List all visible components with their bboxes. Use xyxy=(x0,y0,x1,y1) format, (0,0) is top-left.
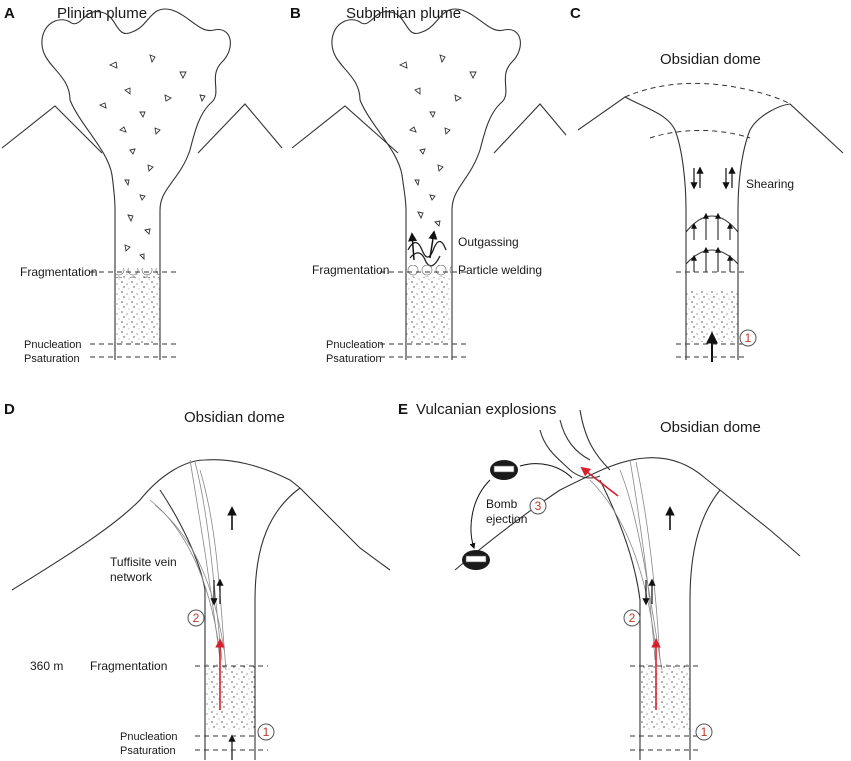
plume-right-edge-b xyxy=(331,8,521,360)
panel-e-title-dome: Obsidian dome xyxy=(660,419,761,436)
marker-1-d-text: 1 xyxy=(263,725,270,739)
panel-e: E Vulcanian explosions Obsidian dome Bom… xyxy=(398,401,801,760)
vesicular-magma-d xyxy=(205,664,255,730)
ground-left-b xyxy=(291,105,399,154)
bomb-launch-path-e xyxy=(519,463,573,479)
bubble-layer-a xyxy=(115,268,160,278)
label-particle-welding-b: Particle welding xyxy=(458,263,542,277)
panel-letter-b: B xyxy=(290,5,301,22)
label-bomb-1-e: Bomb xyxy=(486,497,518,511)
panel-letter-d: D xyxy=(4,401,15,418)
panel-a: A Plinian plume Fragmentation Pnucleatio… xyxy=(1,5,283,365)
marker-1-e xyxy=(695,723,713,741)
panel-d: D Obsidian dome Tuffisite vein network 2… xyxy=(4,401,391,760)
plume-left-edge-b xyxy=(359,99,407,360)
bomb-lower-e xyxy=(462,550,490,570)
welded-layer-b xyxy=(406,265,452,277)
marker-2-d-text: 2 xyxy=(193,611,200,625)
flow-arrows-c xyxy=(691,212,733,272)
label-shearing-c: Shearing xyxy=(746,177,794,191)
label-pnucleation-a: Pnucleation xyxy=(24,339,82,351)
tuffisite-veins-d xyxy=(149,459,227,671)
label-psaturation-a: Psaturation xyxy=(24,353,80,365)
ground-right-d xyxy=(299,487,391,571)
flow-front-upper-c xyxy=(685,215,739,233)
inner-dome-c xyxy=(649,130,751,139)
panel-letter-e: E xyxy=(398,401,408,418)
vulcanian-plume-e xyxy=(539,409,611,479)
outgassing-arrow-1 xyxy=(408,232,418,261)
marker-2-e xyxy=(623,609,641,627)
plume-right-edge-a xyxy=(41,8,231,360)
label-pnucleation-d: Pnucleation xyxy=(120,731,178,743)
bomb-trajectory-e xyxy=(469,479,491,550)
label-bomb-2-e: ejection xyxy=(486,512,527,526)
label-tuffisite-1-d: Tuffisite vein xyxy=(110,555,177,569)
label-depth-d: 360 m xyxy=(30,659,63,673)
tuffisite-veins-e xyxy=(589,459,663,671)
pyroclasts-a xyxy=(98,54,206,261)
marker-3-e xyxy=(529,497,547,515)
marker-1-c xyxy=(739,329,757,347)
outgassing-tangle-b xyxy=(407,240,447,267)
marker-2-d xyxy=(187,609,205,627)
conduit-right-d xyxy=(254,487,301,760)
red-arrow-top-e xyxy=(580,466,619,497)
flow-front-lower-c xyxy=(685,249,739,265)
panel-letter-a: A xyxy=(4,5,15,22)
panel-b: B Subplinian plume Outgassing Particle w… xyxy=(290,5,567,365)
panel-c-title: Obsidian dome xyxy=(660,51,761,68)
panel-a-title: Plinian plume xyxy=(57,5,147,22)
label-outgassing-b: Outgassing xyxy=(458,235,519,249)
label-pnucleation-b: Pnucleation xyxy=(326,339,384,351)
marker-1-e-text: 1 xyxy=(701,725,708,739)
label-fragmentation-b: Fragmentation xyxy=(312,263,389,277)
bomb-upper-e xyxy=(490,460,518,480)
conduit-right-e xyxy=(689,489,721,760)
dome-surface-e xyxy=(454,457,721,571)
ground-left-a xyxy=(1,105,103,154)
label-psaturation-d: Psaturation xyxy=(120,745,176,757)
vesicular-magma-e xyxy=(640,664,690,730)
panel-letter-c: C xyxy=(570,5,581,22)
label-fragmentation-a: Fragmentation xyxy=(20,265,97,279)
outgassing-arrow-2 xyxy=(428,230,438,259)
panel-e-title-explosions: Vulcanian explosions xyxy=(416,401,556,418)
marker-3-e-text: 3 xyxy=(535,499,542,513)
conduit-left-e xyxy=(599,479,641,760)
pyroclasts-b xyxy=(398,54,477,227)
marker-2-e-text: 2 xyxy=(629,611,636,625)
vesicular-magma-a xyxy=(115,274,160,344)
marker-1-c-text: 1 xyxy=(745,331,752,345)
ground-right-a xyxy=(197,103,283,154)
conduit-left-c xyxy=(577,96,687,360)
dome-surface-d xyxy=(11,459,301,591)
ground-right-b xyxy=(493,103,567,154)
dome-outline-c xyxy=(624,82,791,105)
plume-left-edge-a xyxy=(69,99,116,360)
label-tuffisite-2-d: network xyxy=(110,570,153,584)
label-fragmentation-d: Fragmentation xyxy=(90,659,167,673)
panel-d-title: Obsidian dome xyxy=(184,409,285,426)
label-psaturation-b: Psaturation xyxy=(326,353,382,365)
conduit-right-c xyxy=(737,103,844,360)
ground-right-e xyxy=(719,489,801,557)
vesicular-magma-b xyxy=(406,277,452,343)
panel-c: C Obsidian dome Shearing 1 xyxy=(570,5,844,362)
conduit-left-d xyxy=(159,489,206,760)
marker-1-d xyxy=(257,723,275,741)
